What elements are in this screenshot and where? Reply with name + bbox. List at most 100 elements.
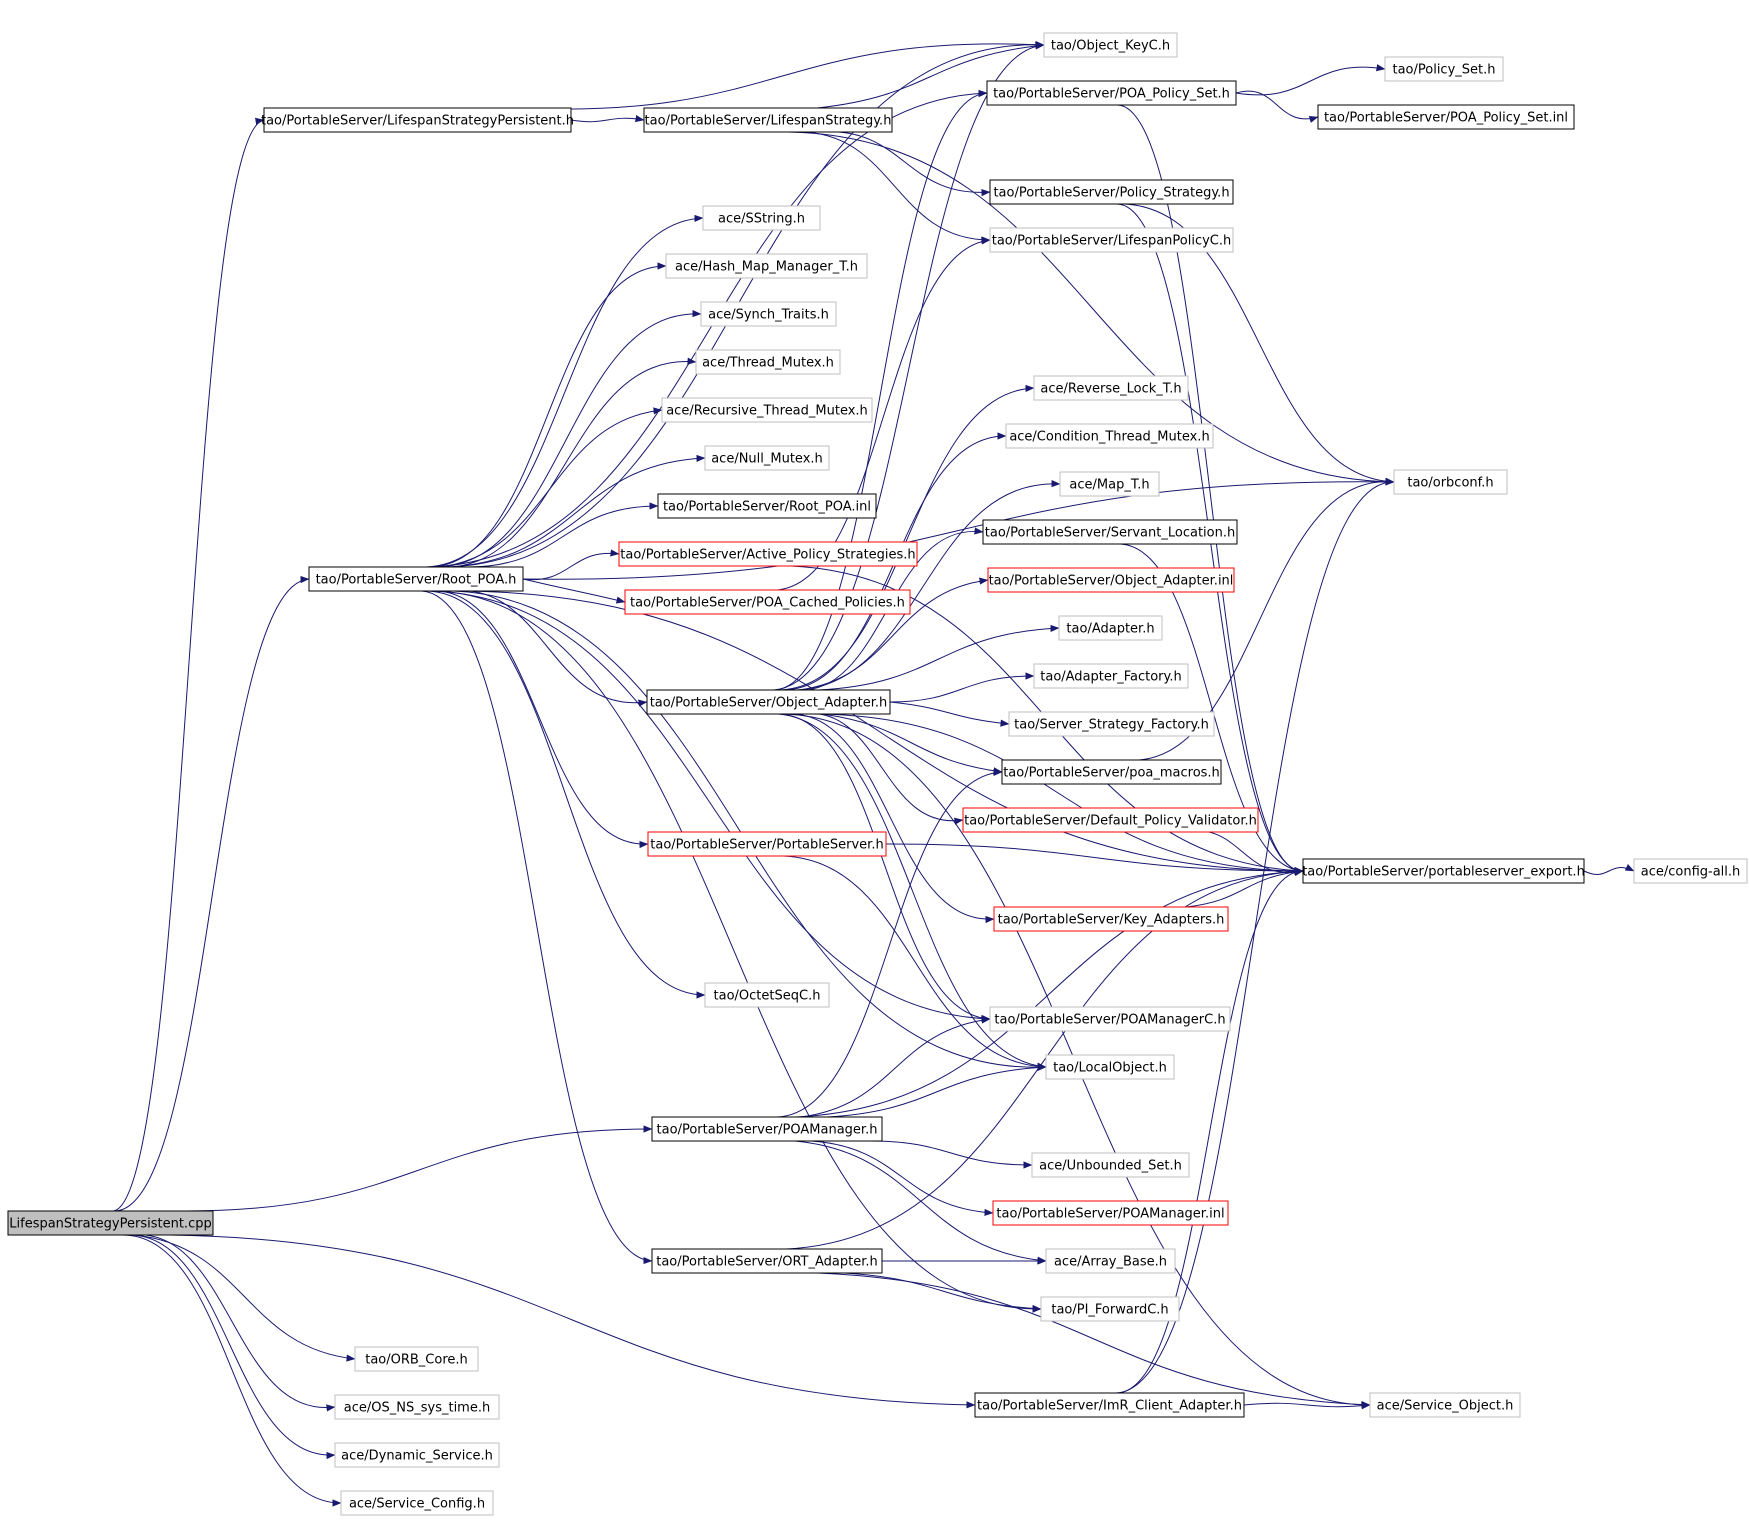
node-ort_adapter[interactable]: tao/PortableServer/ORT_Adapter.h xyxy=(651,1248,883,1274)
node-pi_forward[interactable]: tao/PI_ForwardC.h xyxy=(1040,1296,1180,1322)
node-label: tao/Adapter.h xyxy=(1066,622,1154,637)
node-lsp_h[interactable]: tao/PortableServer/LifespanStrategyPersi… xyxy=(261,107,574,133)
node-object_adapter[interactable]: tao/PortableServer/Object_Adapter.h xyxy=(646,689,891,715)
node-box xyxy=(702,205,821,231)
edge-poamanager-to-poamanager_inl xyxy=(811,1140,994,1217)
node-label: tao/PortableServer/ORT_Adapter.h xyxy=(656,1255,878,1270)
edge-root_poa-to-pi_forward xyxy=(426,590,1042,1313)
edge-servant_location-to-ps_export xyxy=(1120,543,1304,875)
node-poa_cached[interactable]: tao/PortableServer/POA_Cached_Policies.h xyxy=(624,589,911,615)
node-adapter[interactable]: tao/Adapter.h xyxy=(1058,615,1163,641)
node-null_mutex[interactable]: ace/Null_Mutex.h xyxy=(704,445,830,471)
edge-root_poa-to-root_poa_inl xyxy=(467,502,659,568)
edge-object_adapter-to-reverse_lock xyxy=(780,384,1035,691)
node-policy_strategy[interactable]: tao/PortableServer/Policy_Strategy.h xyxy=(989,179,1234,205)
node-ls_h[interactable]: tao/PortableServer/LifespanStrategy.h xyxy=(643,107,893,133)
edge-ls_h-to-orbconf xyxy=(788,131,1395,486)
edge-root-to-dynamic_service xyxy=(124,1234,336,1460)
node-default_validator[interactable]: tao/PortableServer/Default_Policy_Valida… xyxy=(962,807,1259,833)
edge-poa_policy_set-to-policy_set xyxy=(1235,64,1386,96)
edge-policy_strategy-to-orbconf xyxy=(1124,203,1395,486)
node-box xyxy=(992,1200,1229,1226)
edge-portableserver_h-to-ps_export xyxy=(885,843,1304,875)
node-label: ace/Reverse_Lock_T.h xyxy=(1040,382,1181,397)
node-box xyxy=(1045,1248,1176,1274)
node-box xyxy=(618,541,918,567)
node-label: tao/PortableServer/LifespanStrategyPersi… xyxy=(261,114,574,129)
node-label: ace/Recursive_Thread_Mutex.h xyxy=(666,404,868,419)
node-box xyxy=(974,1392,1245,1418)
node-imr_client[interactable]: tao/PortableServer/ImR_Client_Adapter.h xyxy=(974,1392,1245,1418)
node-unbounded_set[interactable]: ace/Unbounded_Set.h xyxy=(1031,1152,1190,1178)
node-hash_map[interactable]: ace/Hash_Map_Manager_T.h xyxy=(665,253,868,279)
edge-root-to-service_config xyxy=(122,1234,342,1507)
edge-root_poa-to-localobject xyxy=(431,590,1047,1071)
node-orbconf[interactable]: tao/orbconf.h xyxy=(1393,469,1508,495)
node-ps_export[interactable]: tao/PortableServer/portableserver_export… xyxy=(1302,858,1585,884)
node-poa_macros[interactable]: tao/PortableServer/poa_macros.h xyxy=(1001,759,1222,785)
node-policy_set[interactable]: tao/Policy_Set.h xyxy=(1384,56,1504,82)
edge-object_adapter-to-default_validator xyxy=(799,712,964,825)
node-map_t[interactable]: ace/Map_T.h xyxy=(1059,471,1160,497)
node-lifespan_policyc[interactable]: tao/PortableServer/LifespanPolicyC.h xyxy=(989,227,1234,253)
node-sstring[interactable]: ace/SString.h xyxy=(702,205,821,231)
node-array_base[interactable]: ace/Array_Base.h xyxy=(1045,1248,1176,1274)
node-box xyxy=(1033,375,1189,401)
edge-root_poa-to-ort_adapter xyxy=(421,590,653,1265)
node-os_ns_sys_time[interactable]: ace/OS_NS_sys_time.h xyxy=(334,1394,500,1420)
node-poamanager_inl[interactable]: tao/PortableServer/POAManager.inl xyxy=(992,1200,1229,1226)
edge-root_poa-to-recursive_mutex xyxy=(438,407,663,568)
node-reverse_lock[interactable]: ace/Reverse_Lock_T.h xyxy=(1033,375,1189,401)
edge-object_adapter-to-object_adapter_inl xyxy=(798,577,989,691)
node-box xyxy=(1031,1152,1190,1178)
edge-root_poa-to-poamanagerc xyxy=(432,590,991,1023)
node-synch_traits[interactable]: ace/Synch_Traits.h xyxy=(700,301,837,327)
node-thread_mutex[interactable]: ace/Thread_Mutex.h xyxy=(695,349,841,375)
node-octetseq[interactable]: tao/OctetSeqC.h xyxy=(704,982,830,1008)
edge-root-to-root_poa xyxy=(115,575,310,1212)
edge-poa_macros-to-orbconf xyxy=(1124,477,1395,761)
edge-key_adapters-to-ps_export xyxy=(1185,868,1304,908)
node-box xyxy=(1043,32,1178,58)
node-portableserver_h[interactable]: tao/PortableServer/PortableServer.h xyxy=(647,831,887,857)
node-servant_location[interactable]: tao/PortableServer/Servant_Location.h xyxy=(982,519,1238,545)
node-config_all[interactable]: ace/config-all.h xyxy=(1633,858,1748,884)
node-root_poa_inl[interactable]: tao/PortableServer/Root_POA.inl xyxy=(657,493,877,519)
edge-portableserver_h-to-localobject xyxy=(783,855,1047,1071)
edge-root_poa-to-hash_map xyxy=(428,262,667,568)
node-label: ace/Thread_Mutex.h xyxy=(702,356,834,371)
node-label: ace/Service_Object.h xyxy=(1377,1399,1514,1414)
node-poa_policy_set_inl[interactable]: tao/PortableServer/POA_Policy_Set.inl xyxy=(1317,104,1575,130)
node-server_strategy[interactable]: tao/Server_Strategy_Factory.h xyxy=(1008,711,1215,737)
node-box xyxy=(1045,1054,1175,1080)
edge-lsp_h-to-objkey xyxy=(517,41,1045,110)
edge-poamanager-to-ps_export xyxy=(795,867,1304,1118)
node-box xyxy=(354,1346,479,1372)
node-cond_mutex[interactable]: ace/Condition_Thread_Mutex.h xyxy=(1005,423,1214,449)
node-label: ace/Dynamic_Service.h xyxy=(341,1449,493,1464)
node-box xyxy=(1384,56,1504,82)
node-service_config[interactable]: ace/Service_Config.h xyxy=(340,1490,494,1516)
node-label: ace/Condition_Thread_Mutex.h xyxy=(1009,430,1209,445)
node-dynamic_service[interactable]: ace/Dynamic_Service.h xyxy=(334,1442,500,1468)
node-box xyxy=(1033,663,1189,689)
edge-root-to-lsp_h xyxy=(113,117,265,1212)
node-service_object[interactable]: ace/Service_Object.h xyxy=(1369,1392,1521,1418)
node-active_policy[interactable]: tao/PortableServer/Active_Policy_Strateg… xyxy=(618,541,918,567)
node-localobject[interactable]: tao/LocalObject.h xyxy=(1045,1054,1175,1080)
node-poamanager[interactable]: tao/PortableServer/POAManager.h xyxy=(651,1116,883,1142)
node-box xyxy=(962,807,1259,833)
node-adapter_factory[interactable]: tao/Adapter_Factory.h xyxy=(1033,663,1189,689)
node-object_adapter_inl[interactable]: tao/PortableServer/Object_Adapter.inl xyxy=(987,567,1235,593)
node-recursive_mutex[interactable]: ace/Recursive_Thread_Mutex.h xyxy=(661,397,873,423)
node-key_adapters[interactable]: tao/PortableServer/Key_Adapters.h xyxy=(993,906,1229,932)
node-root_poa[interactable]: tao/PortableServer/Root_POA.h xyxy=(308,566,524,592)
edge-root_poa-to-object_adapter xyxy=(446,589,648,707)
node-orb_core[interactable]: tao/ORB_Core.h xyxy=(354,1346,479,1372)
node-poa_policy_set[interactable]: tao/PortableServer/POA_Policy_Set.h xyxy=(986,80,1237,106)
node-label: ace/Array_Base.h xyxy=(1054,1255,1167,1270)
node-label: tao/Object_KeyC.h xyxy=(1051,39,1170,54)
node-poamanagerc[interactable]: tao/PortableServer/POAManagerC.h xyxy=(989,1006,1231,1032)
node-objkey[interactable]: tao/Object_KeyC.h xyxy=(1043,32,1178,58)
